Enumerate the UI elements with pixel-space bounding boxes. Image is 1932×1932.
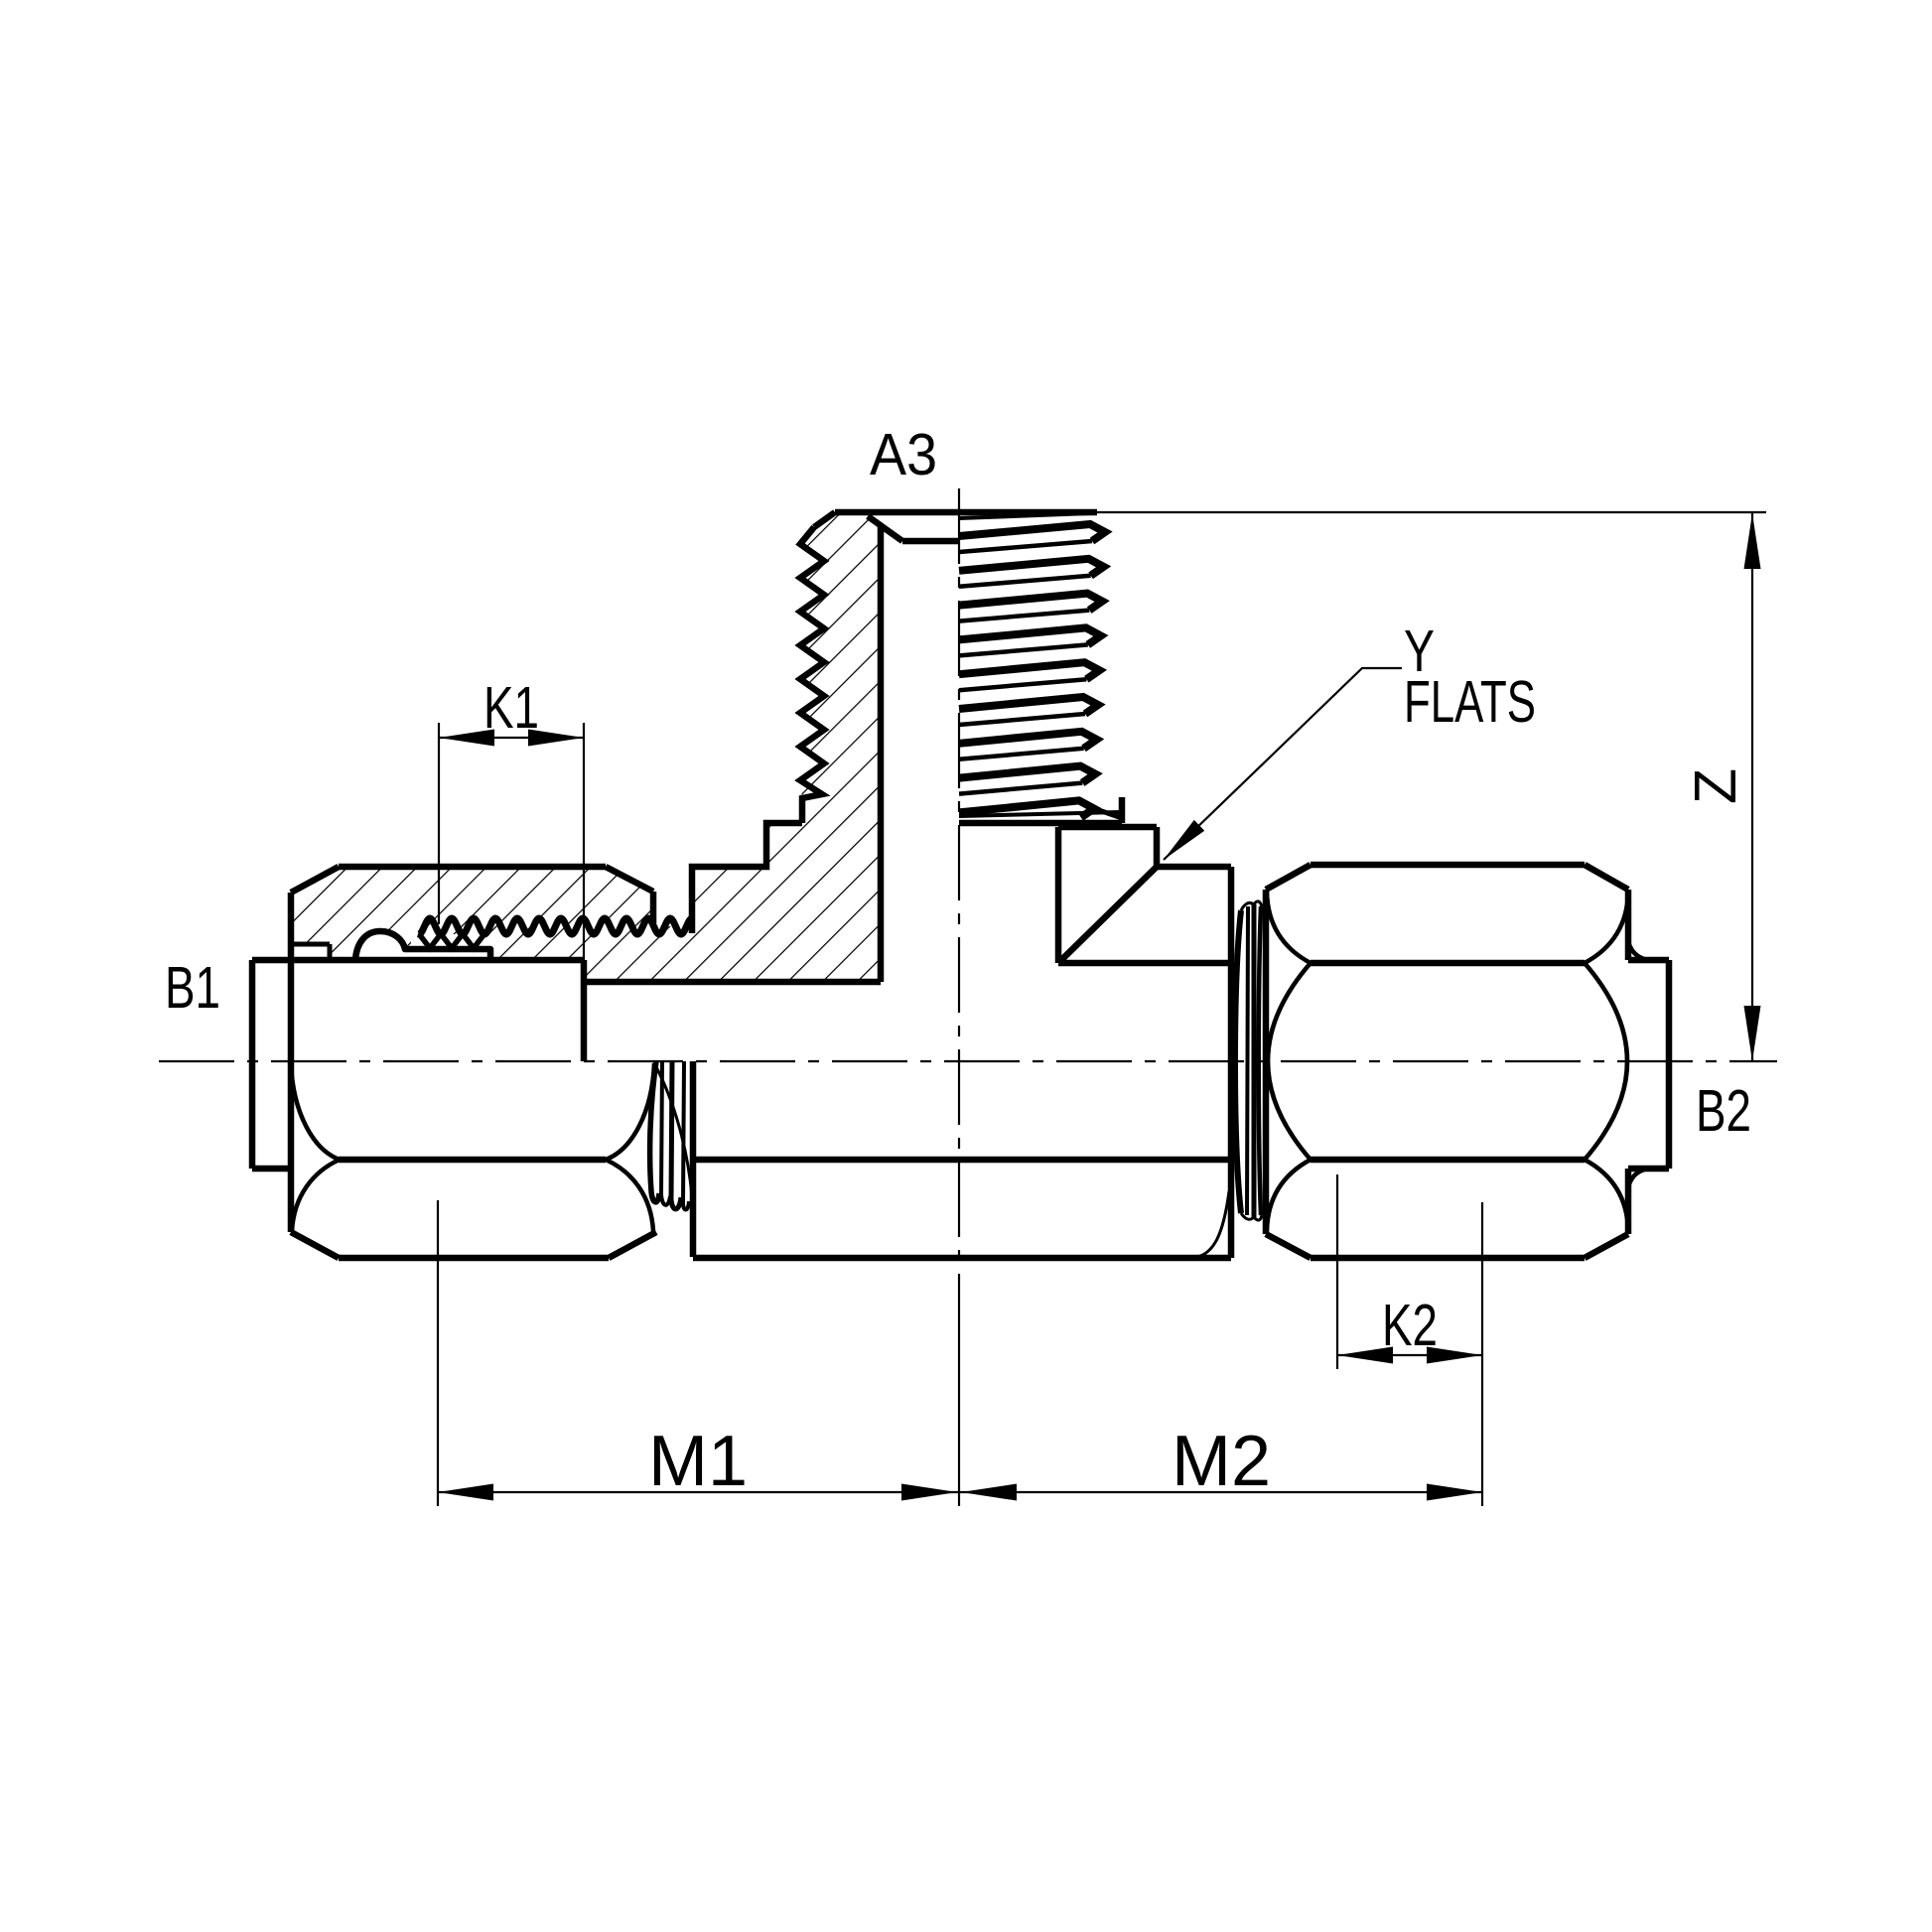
- svg-text:Y: Y: [1404, 619, 1435, 684]
- svg-text:FLATS: FLATS: [1404, 669, 1536, 735]
- svg-text:K2: K2: [1382, 1293, 1438, 1358]
- svg-text:B2: B2: [1696, 1078, 1751, 1144]
- svg-text:Z: Z: [1683, 768, 1748, 804]
- svg-text:M2: M2: [1172, 1422, 1271, 1501]
- svg-text:B1: B1: [165, 955, 220, 1021]
- svg-text:K1: K1: [483, 675, 539, 741]
- svg-text:A3: A3: [870, 422, 937, 487]
- svg-text:M1: M1: [648, 1422, 748, 1501]
